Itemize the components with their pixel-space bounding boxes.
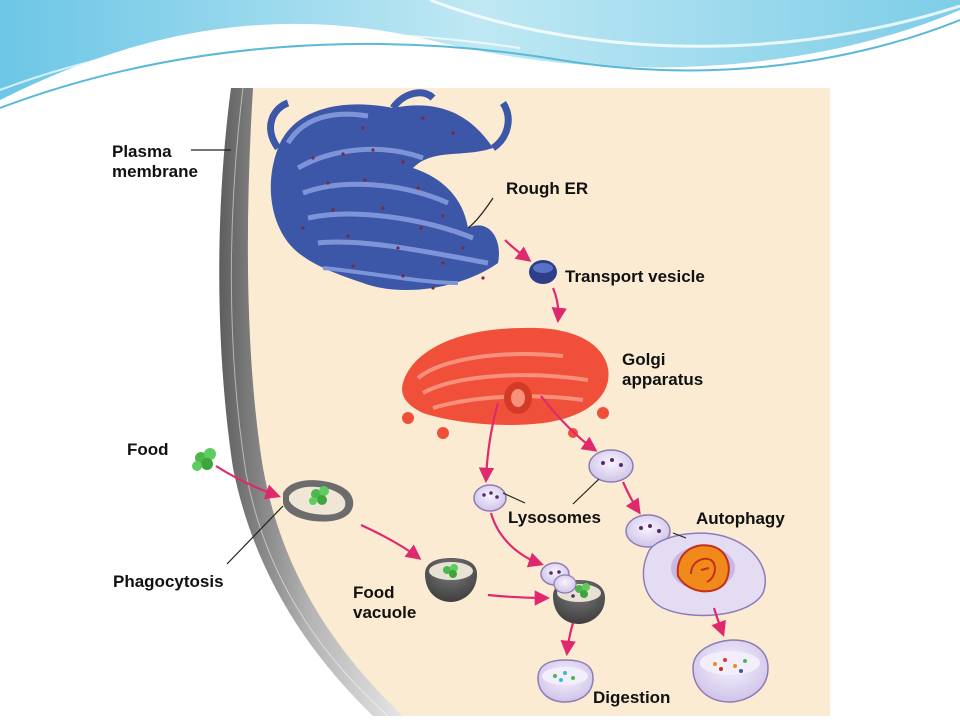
label-food-vacuole-line2: vacuole: [353, 603, 417, 622]
header-banner: [0, 0, 960, 109]
label-transport-vesicle: Transport vesicle: [565, 267, 705, 286]
plasma-membrane: [219, 88, 403, 716]
phagocytosis-pocket: [283, 480, 354, 522]
label-golgi-line2: apparatus: [622, 370, 704, 389]
label-phagocytosis: Phagocytosis: [113, 572, 224, 591]
label-autophagy: Autophagy: [696, 509, 785, 528]
label-plasma-membrane: Plasma membrane: [112, 142, 198, 182]
label-golgi-apparatus: Golgi apparatus: [622, 350, 703, 390]
label-food-vacuole: Food vacuole: [353, 583, 416, 623]
rough-er-shape: [267, 89, 512, 291]
pathway-arrows: [215, 239, 726, 657]
label-rough-er: Rough ER: [506, 179, 589, 198]
autophagy-digestion-vesicle: [692, 639, 769, 703]
lysosome-left: [473, 484, 507, 512]
transport-vesicle-shape: [529, 260, 557, 284]
autophagy-vesicle: [625, 514, 767, 617]
label-lysosomes: Lysosomes: [508, 508, 601, 527]
digestion-vesicle: [537, 659, 594, 703]
lysosome-right: [588, 449, 634, 483]
food-vacuole-shape: [425, 558, 477, 602]
golgi-apparatus-shape: [402, 327, 609, 439]
label-food-vacuole-line1: Food: [353, 583, 395, 602]
label-food: Food: [127, 440, 169, 459]
fusion-vacuole: [540, 562, 605, 624]
label-digestion: Digestion: [593, 688, 671, 707]
lysosome-diagram: Plasma membrane Rough ER Transport vesic…: [103, 88, 830, 716]
label-plasma-membrane-line1: Plasma: [112, 142, 172, 161]
label-plasma-membrane-line2: membrane: [112, 162, 198, 181]
food-particle: [192, 448, 216, 471]
diagram-artwork: [191, 88, 830, 716]
leader-lines: [191, 149, 687, 565]
label-golgi-line1: Golgi: [622, 350, 666, 369]
